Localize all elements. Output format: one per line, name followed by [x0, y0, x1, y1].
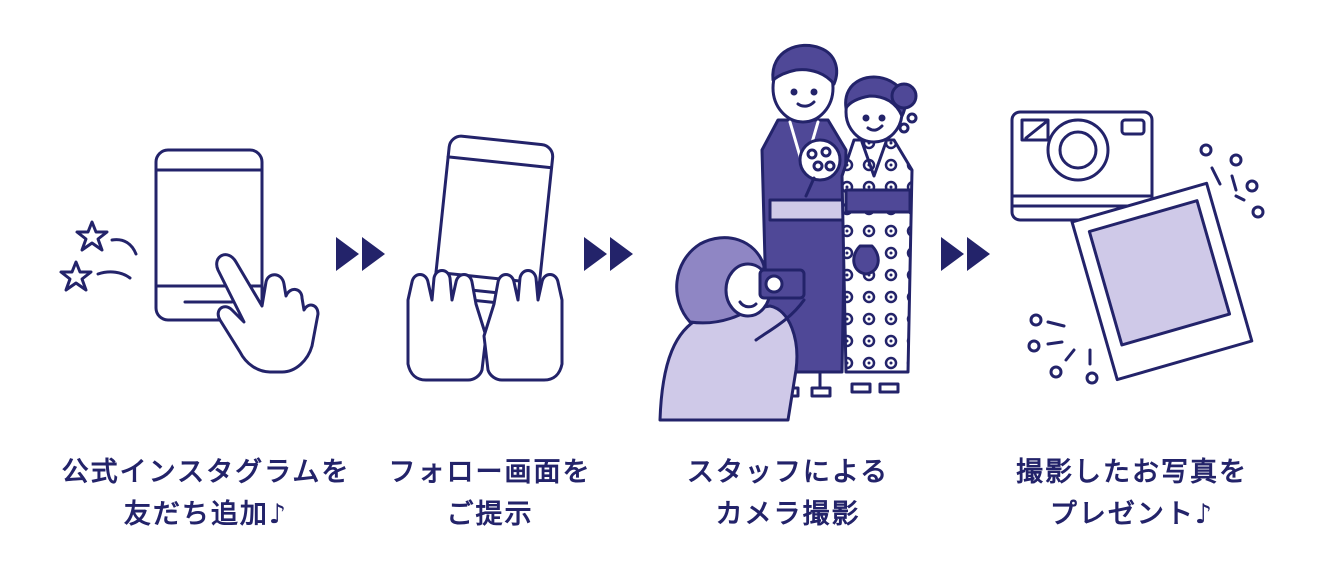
step-3-caption: スタッフによる カメラ撮影: [638, 452, 938, 536]
step-3-caption-line1: スタッフによる: [686, 457, 890, 488]
step-illustrations: [59, 43, 1265, 422]
step-3-caption-line2: カメラ撮影: [715, 499, 861, 530]
step-1-caption: 公式インスタグラムを 友だち追加♪: [56, 452, 356, 536]
step-1-caption-line1: 公式インスタグラムを: [61, 457, 351, 488]
step-2-caption: フォロー画面を ご提示: [340, 452, 640, 536]
step-4-caption-line1: 撮影したお写真を: [1016, 457, 1248, 488]
tapping-smartphone-icon: [59, 148, 320, 374]
step-1-caption-line2: 友だち追加♪: [123, 499, 289, 530]
step-2-caption-line1: フォロー画面を: [388, 457, 592, 488]
step-4-caption: 撮影したお写真を プレゼント♪: [982, 452, 1282, 536]
staff-photographing-yukata-couple-icon: [658, 43, 918, 422]
instant-camera-photo-icon: [1010, 110, 1265, 385]
step-2-caption-line2: ご提示: [446, 499, 534, 530]
next-arrow-icon: [941, 237, 990, 271]
hands-holding-phone-icon: [406, 134, 564, 382]
next-arrow-icon: [336, 237, 385, 271]
step-4-caption-line2: プレゼント♪: [1049, 499, 1215, 530]
next-arrow-icon: [584, 237, 633, 271]
